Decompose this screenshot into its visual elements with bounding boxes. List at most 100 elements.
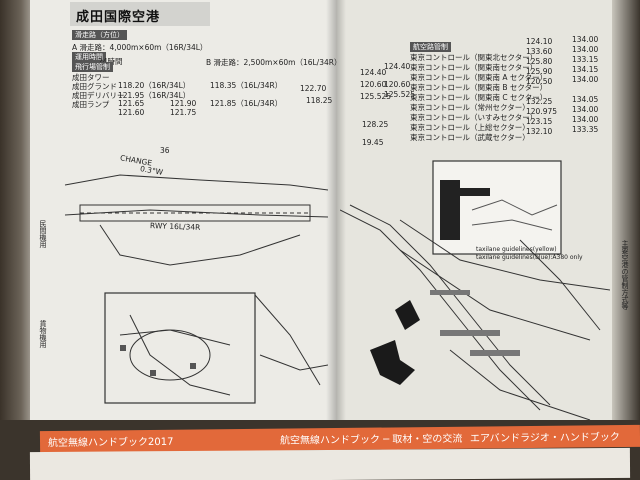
taxiway-line	[471, 219, 553, 231]
band-text: エアバンドラジオ・ハンドブック	[469, 432, 620, 445]
freq-value: 118.35（16L/34R）	[210, 81, 283, 90]
control-name: 東京コントロール（常州セクター）	[410, 103, 530, 112]
hours-text: 24時間	[98, 56, 123, 67]
terminal-shape	[440, 180, 460, 240]
lower-book-cover	[29, 447, 631, 480]
control-value: 134.00	[572, 105, 599, 114]
map-line	[254, 294, 321, 386]
taxiway-line	[471, 199, 558, 216]
taxiway-line	[449, 349, 591, 421]
control-value: 123.15	[526, 117, 553, 126]
left-side-label: 民間機用	[39, 220, 47, 248]
freq-tag: 飛行場管制	[72, 62, 113, 72]
control-value: 134.05	[572, 95, 599, 104]
freq-value: 118.25	[306, 96, 333, 105]
control-value: 132.10	[526, 127, 553, 136]
inset-box	[104, 292, 256, 404]
stand-marker	[120, 345, 126, 351]
taxiway-line	[129, 314, 231, 396]
control-value: 133.60	[526, 47, 553, 56]
apron-shape	[440, 330, 500, 336]
control-name: 東京コントロール（上総セクター）	[410, 123, 530, 132]
map-line	[259, 354, 328, 371]
map-line	[64, 174, 328, 191]
control-value: 125.90	[526, 67, 553, 76]
freq-value: 121.65	[118, 99, 145, 108]
control-value: 134.15	[572, 65, 599, 74]
airport-map-left	[64, 174, 328, 404]
control-name: 東京コントロール（関東南セクター）	[410, 63, 538, 72]
freq-value: 118.20（16R/34L）	[118, 81, 191, 90]
control-name: 東京コントロール（いすみセクター）	[410, 113, 538, 122]
control-value: 134.00	[572, 35, 599, 44]
freq-name: 成田デリバリー	[72, 91, 125, 100]
control-value: 133.15	[572, 55, 599, 64]
terminal-shape	[395, 300, 420, 330]
hours-tag: 運用時間	[72, 52, 106, 62]
runway-a-text: A 滑走路：4,000m×60m（16R/34L）	[72, 43, 208, 52]
stand-marker	[190, 363, 196, 369]
control-value: 134.00	[572, 75, 599, 84]
taxiway-loop	[129, 329, 211, 381]
book-gutter	[326, 0, 346, 432]
control-value: 134.00	[572, 45, 599, 54]
freq-name: 成田グランド	[72, 82, 117, 91]
control-name: 東京コントロール（関東南 B セクター）	[410, 83, 548, 92]
other-freq: 128.25	[362, 120, 389, 129]
freq-value: 121.60	[118, 108, 145, 117]
taxi-label: taxilane guidelines(blue):A380 only	[476, 254, 583, 261]
approach-value: 124.40	[360, 68, 387, 77]
freq-value: 121.90	[170, 99, 197, 108]
control-value: 120.975	[526, 107, 558, 116]
map-change-num: 36	[160, 146, 170, 155]
terminal-shape	[460, 188, 490, 196]
runway-line	[340, 209, 541, 411]
control-value: 132.25	[526, 97, 553, 106]
band-text: 航空無線ハンドブック2017	[47, 436, 174, 450]
taxiway-line	[519, 239, 601, 331]
runway-b-text: B 滑走路：2,500m×60m（16L/34R）	[206, 58, 342, 67]
taxiway-line	[399, 219, 610, 291]
apron-shape	[470, 350, 520, 356]
control-name: 東京コントロール（武蔵セクター）	[410, 133, 530, 142]
apron-shape	[430, 290, 470, 295]
approach-value: 125.525	[384, 90, 416, 99]
freq-value: 121.95（16R/34L）	[118, 91, 191, 100]
control-value: 125.80	[526, 57, 553, 66]
airport-map-right	[340, 204, 610, 421]
control-name: 東京コントロール（関東南 A セクター）	[410, 73, 548, 82]
approach-value: 124.40	[384, 62, 411, 71]
book-edge-right	[612, 0, 640, 432]
book-spine-left	[0, 0, 30, 432]
control-value: 133.35	[572, 125, 599, 134]
freq-name: 成田タワー	[72, 73, 110, 82]
freq-name: 成田ランプ	[72, 100, 110, 109]
runway-tag: 滑走路（方位）	[72, 30, 127, 40]
page-title: 成田国際空港	[76, 10, 161, 25]
freq-value: 121.85（16L/34R）	[210, 99, 283, 108]
approach-value: 120.60	[384, 80, 411, 89]
taxi-label: taxilane guidelines(yellow)	[476, 246, 557, 253]
control-name: 東京コントロール（関東南 C セクター）	[410, 93, 548, 102]
control-name: 東京コントロール（関東北セクター）	[410, 53, 538, 62]
approach-value: 125.525	[360, 92, 392, 101]
control-value: 124.10	[526, 37, 553, 46]
band-text: 航空無線ハンドブック ─ 取材・空の交流	[279, 433, 463, 447]
taxiway-line	[399, 249, 591, 341]
title-bar	[70, 2, 210, 26]
freq-value: 121.75	[170, 108, 197, 117]
control-value: 120.50	[526, 77, 553, 86]
inset-map-right	[432, 160, 562, 255]
freq-value: 122.70	[300, 84, 327, 93]
map-line	[64, 209, 328, 218]
left-side-label-b: 貨物機用	[39, 320, 47, 348]
taxiway-line	[99, 224, 301, 266]
control-tag: 航空路管制	[410, 42, 451, 52]
terminal-shape	[370, 340, 415, 385]
other-freq: 19.45	[362, 138, 384, 147]
taxiway-line	[119, 329, 231, 346]
stand-marker	[150, 370, 156, 376]
approach-value: 120.60	[360, 80, 387, 89]
right-side-label: 主要空港の管制方式等	[621, 240, 629, 310]
